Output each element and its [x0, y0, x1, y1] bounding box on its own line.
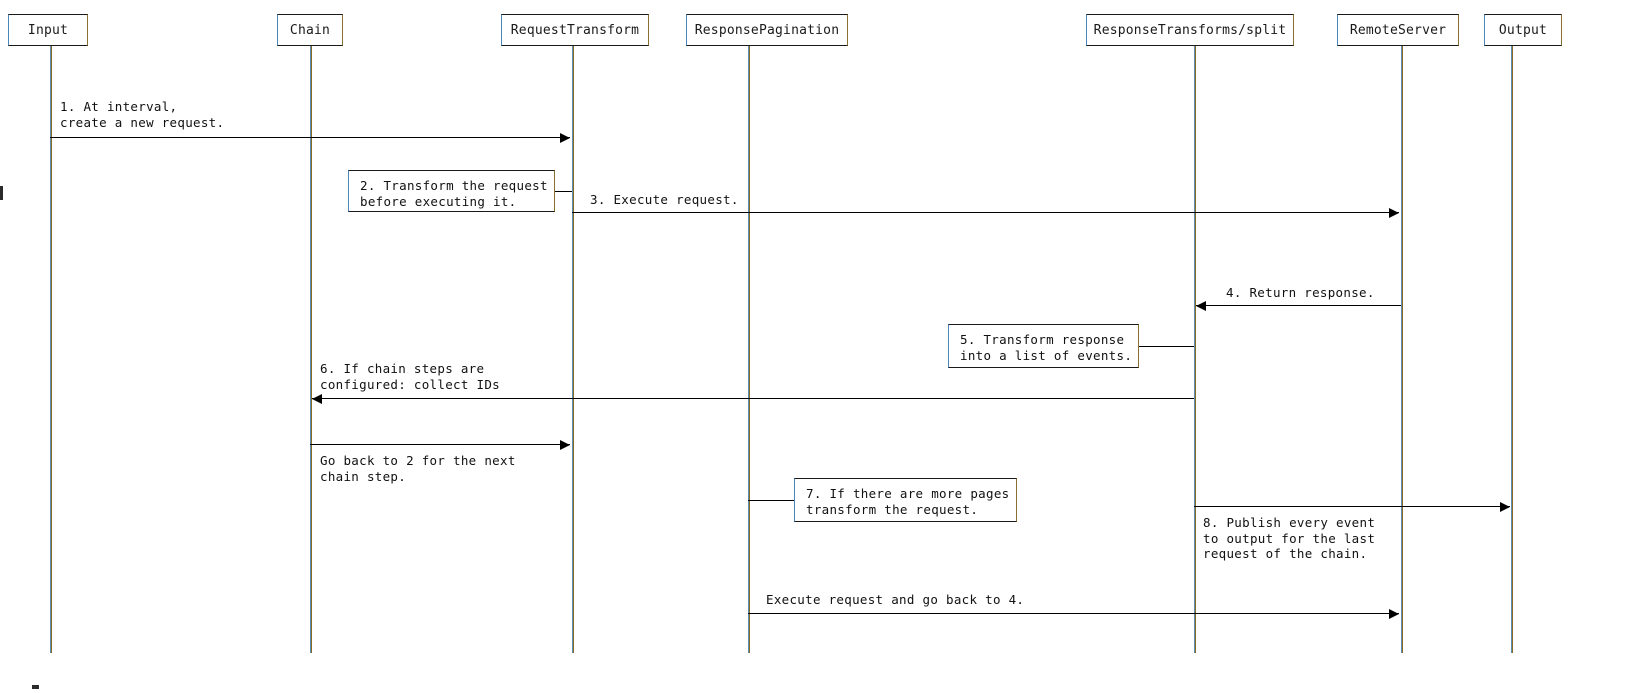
participant-remote-server[interactable]: RemoteServer — [1337, 14, 1459, 46]
lifeline-response-transforms — [1194, 46, 1196, 653]
message-line-m8 — [1194, 506, 1510, 507]
arrowhead-m3 — [1389, 207, 1399, 218]
message-line-m1 — [50, 137, 570, 138]
message-line-m-goback2 — [310, 444, 570, 445]
arrowhead-m-exec-again — [1389, 608, 1399, 619]
message-label-m3: 3. Execute request. — [590, 192, 739, 207]
message-line-m4 — [1196, 305, 1401, 306]
message-label-m1: 1. At interval, create a new request. — [60, 99, 225, 130]
lifeline-output — [1511, 46, 1513, 653]
message-label-m8: 8. Publish every event to output for the… — [1203, 515, 1376, 561]
note-n7: 7. If there are more pages transform the… — [794, 478, 1017, 522]
participant-response-pagination[interactable]: ResponsePagination — [686, 14, 848, 46]
participant-input[interactable]: Input — [8, 14, 88, 46]
lifeline-request-transform — [572, 46, 574, 653]
message-label-m-goback2: Go back to 2 for the next chain step. — [320, 453, 516, 484]
note-connector-n7 — [748, 500, 794, 501]
note-connector-n2 — [555, 191, 572, 192]
left-edge-mark-bottom — [32, 685, 39, 689]
message-label-m6: 6. If chain steps are configured: collec… — [320, 361, 500, 392]
message-label-m4: 4. Return response. — [1226, 285, 1375, 300]
arrowhead-m-goback2 — [560, 439, 570, 450]
lifeline-response-pagination — [748, 46, 750, 653]
arrowhead-m4 — [1196, 300, 1206, 311]
left-edge-mark-top — [0, 186, 3, 200]
lifeline-chain — [310, 46, 312, 653]
note-n5: 5. Transform response into a list of eve… — [948, 324, 1139, 368]
message-label-m-exec-again: Execute request and go back to 4. — [766, 592, 1025, 607]
message-line-m6 — [312, 398, 1194, 399]
message-line-m3 — [572, 212, 1399, 213]
note-n2: 2. Transform the request before executin… — [348, 170, 555, 212]
lifeline-input — [50, 46, 52, 653]
participant-request-transform[interactable]: RequestTransform — [501, 14, 649, 46]
arrowhead-m6 — [312, 393, 322, 404]
note-connector-n5 — [1139, 346, 1194, 347]
participant-chain[interactable]: Chain — [277, 14, 343, 46]
arrowhead-m8 — [1500, 501, 1510, 512]
message-line-m-exec-again — [748, 613, 1399, 614]
participant-response-transforms[interactable]: ResponseTransforms/split — [1086, 14, 1294, 46]
participant-output[interactable]: Output — [1484, 14, 1562, 46]
arrowhead-m1 — [560, 132, 570, 143]
lifeline-remote-server — [1401, 46, 1403, 653]
